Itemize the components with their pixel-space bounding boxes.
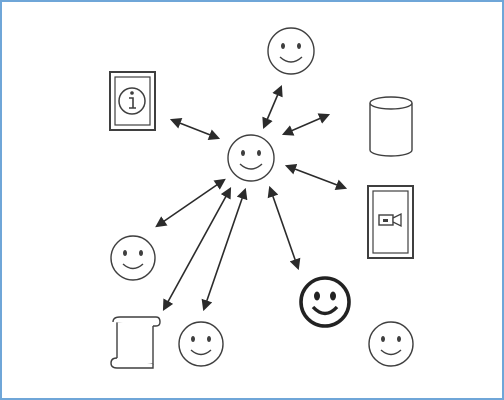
scroll-document-icon bbox=[110, 316, 161, 369]
scroll-document bbox=[110, 316, 161, 369]
smiley-face-icon bbox=[267, 27, 315, 75]
smiley-face-icon bbox=[368, 321, 414, 367]
bottom-person bbox=[178, 321, 224, 367]
bold-person bbox=[299, 276, 351, 328]
smiley-face-icon bbox=[110, 235, 156, 281]
arrow-center-to-top-person bbox=[262, 84, 283, 130]
database-cylinder-icon bbox=[369, 96, 413, 157]
center-person bbox=[227, 134, 275, 182]
info-document bbox=[109, 71, 156, 131]
bottom-right-person bbox=[368, 321, 414, 367]
bold-smiley-face-icon bbox=[299, 276, 351, 328]
top-person bbox=[267, 27, 315, 75]
info-frame-icon bbox=[109, 71, 156, 131]
video-camera-frame-icon bbox=[367, 185, 414, 259]
arrow-center-to-bottom-person bbox=[201, 187, 248, 312]
database bbox=[369, 96, 413, 157]
left-person bbox=[110, 235, 156, 281]
video-device bbox=[367, 185, 414, 259]
arrow-center-to-scroll-document bbox=[162, 187, 232, 311]
smiley-face-icon bbox=[227, 134, 275, 182]
arrow-center-to-video-device bbox=[284, 163, 348, 191]
arrow-center-to-info-document bbox=[169, 118, 221, 140]
arrow-center-to-bold-person bbox=[267, 185, 301, 271]
arrow-center-to-database bbox=[281, 113, 331, 136]
smiley-face-icon bbox=[178, 321, 224, 367]
connections bbox=[155, 84, 348, 312]
